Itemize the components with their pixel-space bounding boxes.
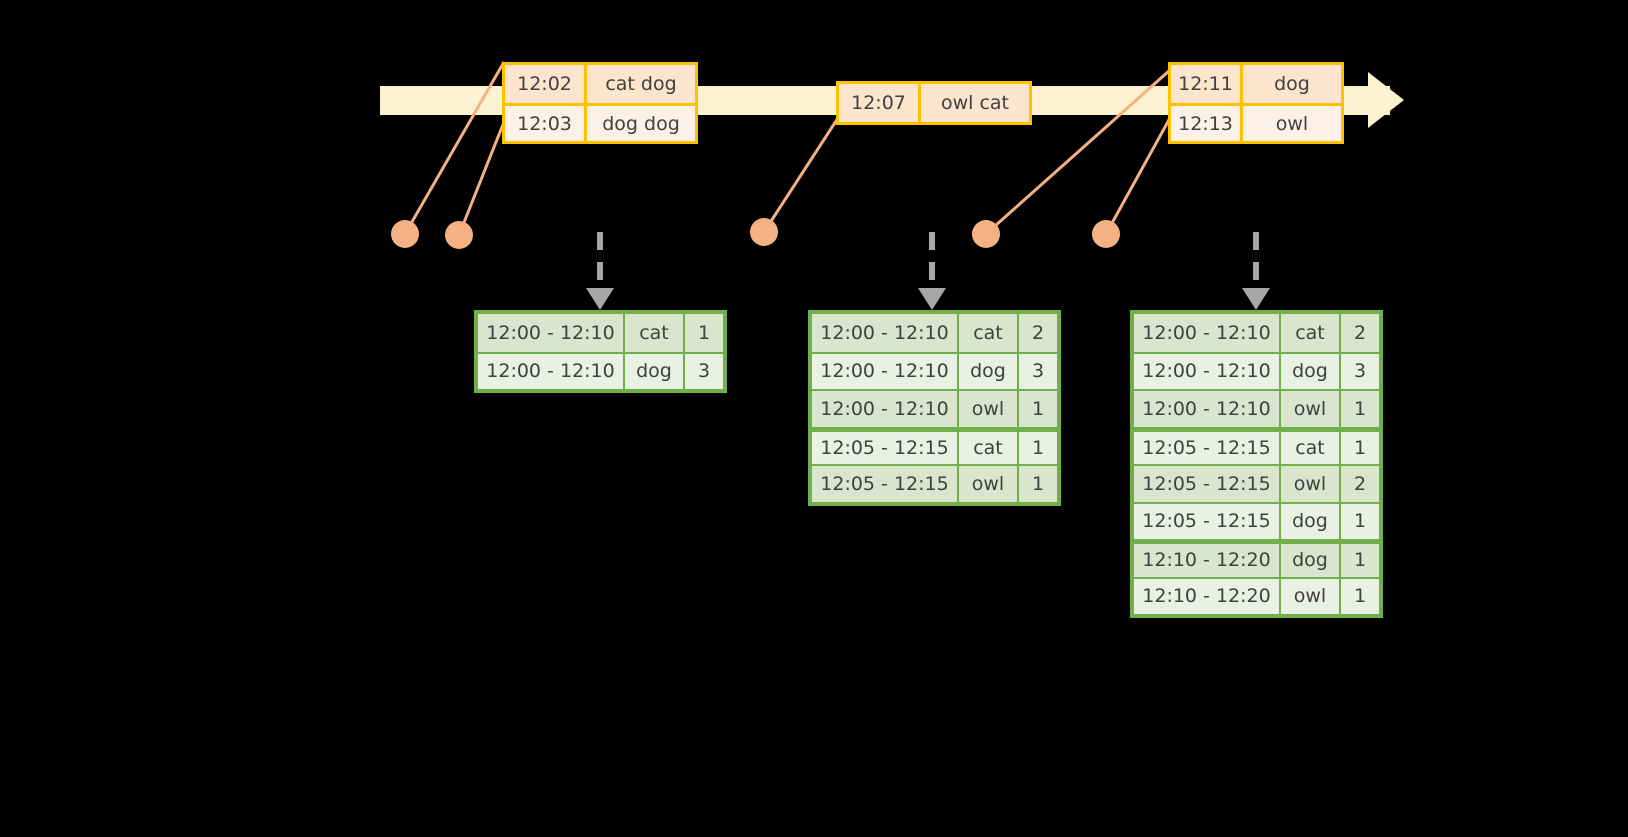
cell-key: owl (1279, 466, 1339, 502)
dashed-arrows (597, 232, 1259, 288)
connector-dot-1207 (750, 218, 778, 246)
cell-key: owl (957, 466, 1017, 502)
cell-key: cat (1279, 314, 1339, 352)
cell-count: 1 (1339, 503, 1379, 539)
cell-window: 12:00 - 12:10 (1134, 391, 1279, 427)
cell-count: 2 (1339, 466, 1379, 502)
cell-key: dog (957, 353, 1017, 389)
cell-key: cat (623, 314, 683, 352)
dashed-arrow-head-icon-2 (918, 288, 946, 310)
event-time: 12:13 (1171, 106, 1243, 141)
cell-count: 3 (683, 353, 723, 389)
event-box-1[interactable]: 12:02 cat dog 12:03 dog dog (502, 62, 698, 144)
cell-count: 2 (1339, 314, 1379, 352)
event-box-3[interactable]: 12:11 dog 12:13 owl (1168, 62, 1344, 144)
connector-dots (391, 218, 1120, 249)
event-words: cat dog (587, 65, 695, 103)
connector-dot-1213 (1092, 220, 1120, 248)
event-words: dog (1243, 65, 1341, 103)
cell-key: cat (957, 431, 1017, 464)
connector-dot-1211 (972, 220, 1000, 248)
cell-count: 1 (1339, 431, 1379, 464)
cell-count: 1 (683, 314, 723, 352)
cell-count: 1 (1339, 578, 1379, 614)
event-box-2[interactable]: 12:07 owl cat (836, 81, 1032, 125)
cell-window: 12:10 - 12:20 (1134, 544, 1279, 577)
cell-count: 1 (1339, 391, 1379, 427)
cell-key: cat (1279, 431, 1339, 464)
connector-dot-1202 (391, 220, 419, 248)
event-words: owl (1243, 106, 1341, 141)
dashed-arrow-head-icon-3 (1242, 288, 1270, 310)
cell-window: 12:00 - 12:10 (812, 391, 957, 427)
cell-count: 3 (1017, 353, 1057, 389)
cell-count: 1 (1017, 466, 1057, 502)
cell-key: dog (623, 353, 683, 389)
event-words: owl cat (921, 84, 1029, 122)
event-row: 12:13 owl (1171, 103, 1341, 141)
cell-key: owl (1279, 578, 1339, 614)
timeline-arrow-head-icon (1368, 72, 1404, 128)
cell-key: owl (957, 391, 1017, 427)
connector-dot-1203 (445, 221, 473, 249)
cell-count: 2 (1017, 314, 1057, 352)
event-time: 12:03 (505, 106, 587, 141)
cell-window: 12:05 - 12:15 (1134, 503, 1279, 539)
cell-key: dog (1279, 544, 1339, 577)
event-row: 12:11 dog (1171, 65, 1341, 103)
cell-window: 12:00 - 12:10 (478, 353, 623, 389)
event-row: 12:02 cat dog (505, 65, 695, 103)
cell-count: 3 (1339, 353, 1379, 389)
cell-count: 1 (1339, 544, 1379, 577)
event-time: 12:11 (1171, 65, 1243, 103)
cell-window: 12:00 - 12:10 (812, 353, 957, 389)
cell-window: 12:10 - 12:20 (1134, 578, 1279, 614)
event-time: 12:02 (505, 65, 587, 103)
connector-line-1213 (1104, 117, 1172, 235)
cell-window: 12:00 - 12:10 (812, 314, 957, 352)
cell-window: 12:00 - 12:10 (1134, 353, 1279, 389)
cell-key: cat (957, 314, 1017, 352)
cell-key: dog (1279, 503, 1339, 539)
cell-window: 12:00 - 12:10 (1134, 314, 1279, 352)
event-row: 12:03 dog dog (505, 103, 695, 141)
cell-window: 12:00 - 12:10 (478, 314, 623, 352)
cell-key: owl (1279, 391, 1339, 427)
cell-key: dog (1279, 353, 1339, 389)
event-words: dog dog (587, 106, 695, 141)
connector-line-1203 (457, 121, 506, 236)
event-time: 12:07 (839, 84, 921, 122)
cell-window: 12:05 - 12:15 (1134, 431, 1279, 464)
cell-count: 1 (1017, 431, 1057, 464)
cell-window: 12:05 - 12:15 (812, 466, 957, 502)
dashed-arrow-heads (586, 288, 1270, 310)
cell-count: 1 (1017, 391, 1057, 427)
cell-window: 12:05 - 12:15 (812, 431, 957, 464)
connector-line-1207 (762, 117, 840, 233)
event-row: 12:07 owl cat (839, 84, 1029, 122)
cell-window: 12:05 - 12:15 (1134, 466, 1279, 502)
dashed-arrow-head-icon-1 (586, 288, 614, 310)
